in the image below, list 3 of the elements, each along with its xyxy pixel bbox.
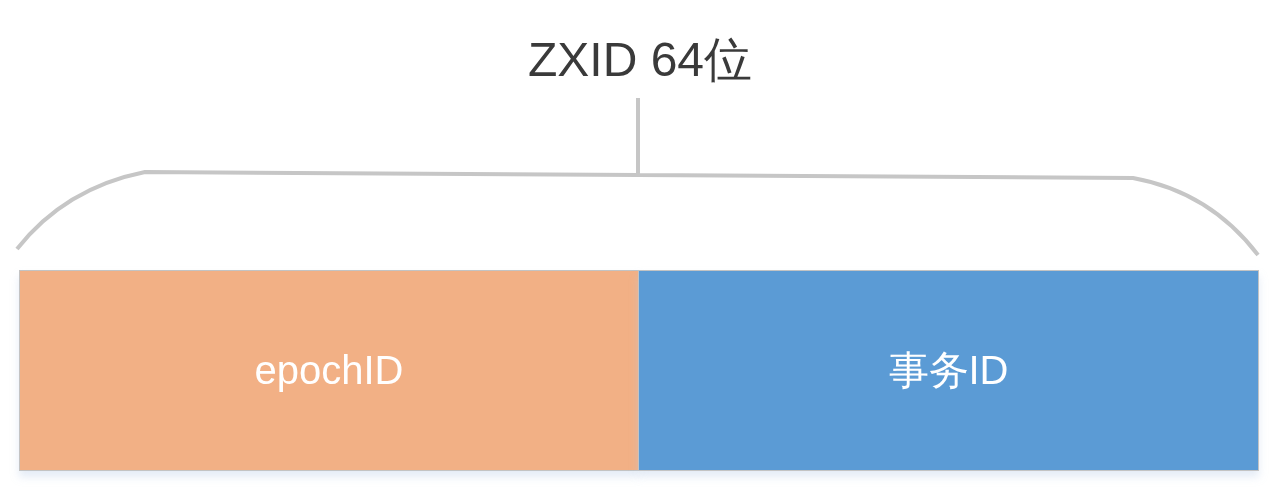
bit-field-segment: 事务ID — [638, 270, 1259, 471]
diagram-title: ZXID 64位 — [527, 33, 753, 86]
bit-field-segment: epochID — [19, 270, 639, 471]
